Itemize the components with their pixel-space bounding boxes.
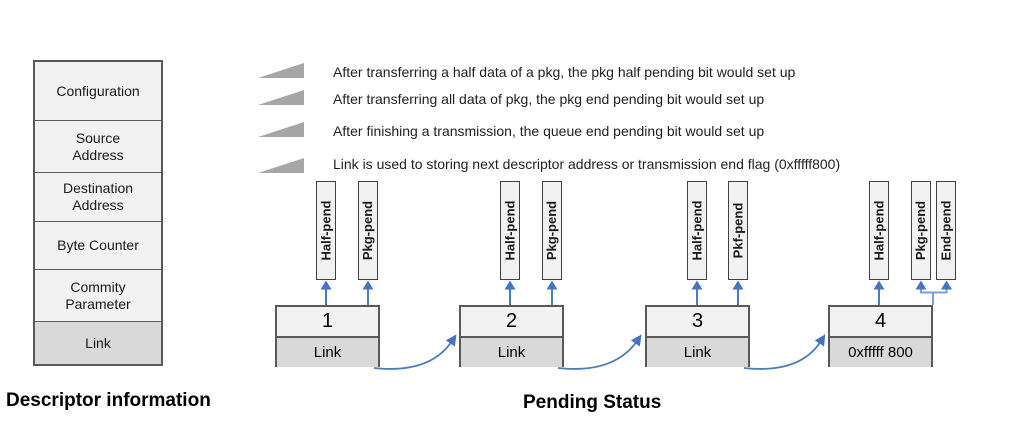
descriptor-table: Configuration Source Address Destination… xyxy=(33,60,163,366)
branch-arrow-heads xyxy=(915,280,952,290)
descriptor-row-label: Link xyxy=(85,334,111,351)
node-number: 2 xyxy=(461,307,562,336)
node-number: 3 xyxy=(647,307,748,336)
node4-flag-end-pend: End-pend xyxy=(936,181,956,280)
triangle-bullet-icon xyxy=(258,158,304,173)
descriptor-node-2: 2 Link xyxy=(459,305,564,367)
node-link-field: Link xyxy=(461,336,562,367)
node4-flag-half-pend: Half-pend xyxy=(869,181,889,280)
descriptor-row-destination-address: Destination Address xyxy=(35,173,161,222)
flag-label: Half-pend xyxy=(689,200,705,261)
node1-flag-half-pend: Half-pend xyxy=(316,181,336,280)
flag-label: Pkg-pend xyxy=(544,200,560,261)
triangle-bullet-icon xyxy=(258,122,304,137)
descriptor-information-title: Descriptor information xyxy=(6,390,211,411)
node-link-field: 0xfffff 800 xyxy=(830,336,931,367)
flag-label: End-pend xyxy=(938,200,954,261)
pending-status-title: Pending Status xyxy=(523,392,662,413)
descriptor-node-4: 4 0xfffff 800 xyxy=(828,305,933,367)
descriptor-row-label: Commity Parameter xyxy=(65,278,131,312)
descriptor-row-label: Destination Address xyxy=(62,180,134,213)
triangle-bullet-icon xyxy=(258,63,304,78)
link-arrow-3-4 xyxy=(743,334,826,370)
node4-flag-pkg-pend: Pkg-pend xyxy=(911,181,931,280)
flag-label: Pkg-pend xyxy=(913,200,929,261)
descriptor-row-label: Configuration xyxy=(56,82,140,99)
link-arrow-1-2 xyxy=(373,334,457,370)
descriptor-row-byte-counter: Byte Counter xyxy=(35,222,161,270)
flag-label: Pkg-pend xyxy=(360,200,376,261)
note-half-pending-bit: After transferring a half data of a pkg,… xyxy=(333,64,796,80)
triangle-bullet-icon xyxy=(258,90,304,105)
descriptor-row-label: Source Address xyxy=(72,129,124,163)
note-link-usage: Link is used to storing next descriptor … xyxy=(333,156,841,172)
node-number: 1 xyxy=(277,307,378,336)
flag-label: Pkf-pend xyxy=(730,202,746,259)
node-link-field: Link xyxy=(647,336,748,367)
descriptor-node-1: 1 Link xyxy=(275,305,380,367)
node2-flag-pkg-pend: Pkg-pend xyxy=(542,181,562,280)
flag-label: Half-pend xyxy=(318,200,334,261)
descriptor-row-source-address: Source Address xyxy=(35,121,161,173)
node3-flag-half-pend: Half-pend xyxy=(687,181,707,280)
link-arrow-2-3 xyxy=(557,334,642,370)
note-pkg-end-pending-bit: After transferring all data of pkg, the … xyxy=(333,91,765,107)
descriptor-node-3: 3 Link xyxy=(645,305,750,367)
node2-flag-half-pend: Half-pend xyxy=(500,181,520,280)
flag-arrows xyxy=(320,280,885,305)
node3-flag-pkf-pend: Pkf-pend xyxy=(728,181,748,280)
descriptor-row-configuration: Configuration xyxy=(35,62,161,121)
descriptor-row-label: Byte Counter xyxy=(57,237,139,253)
node-number: 4 xyxy=(830,307,931,336)
note-queue-end-pending-bit: After finishing a transmission, the queu… xyxy=(333,123,765,139)
descriptor-row-commity-parameter: Commity Parameter xyxy=(35,270,161,322)
flag-label: Half-pend xyxy=(871,200,887,261)
flag-label: Half-pend xyxy=(502,200,518,261)
branch-arrow xyxy=(920,288,948,305)
link-arrows xyxy=(373,334,826,370)
descriptor-row-link: Link xyxy=(35,322,161,364)
node-link-field: Link xyxy=(277,336,378,367)
node1-flag-pkg-pend: Pkg-pend xyxy=(358,181,378,280)
